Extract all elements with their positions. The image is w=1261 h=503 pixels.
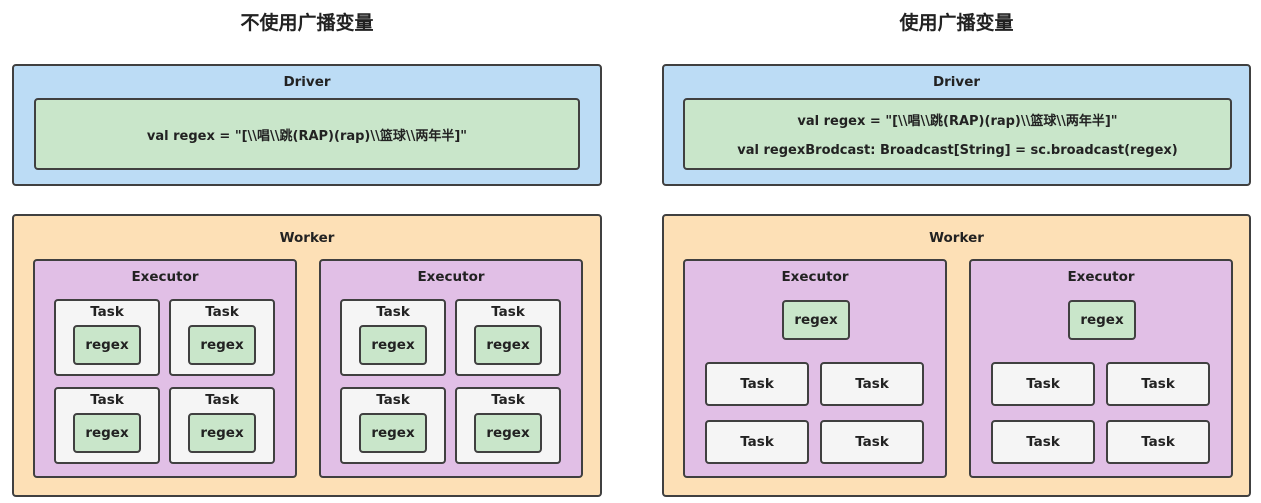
task-label: Task [1026,434,1060,450]
left-executor-2: Executor Task regex Task regex Task rege… [319,259,583,478]
right-worker-box: Worker Executor regex Task Task Task Tas… [662,214,1251,497]
task-box: Task [705,420,809,464]
task-label: Task [1026,376,1060,392]
task-box: Task [991,420,1095,464]
task-label: Task [740,376,774,392]
right-driver-code-line-1: val regex = "[\\唱\\跳(RAP)(rap)\\篮球\\两年半]… [797,114,1118,129]
right-driver-code-line-2: val regexBrodcast: Broadcast[String] = s… [737,143,1178,158]
task-label: Task [376,304,410,320]
regex-box: regex [73,325,141,365]
task-box: Task regex [169,299,275,376]
regex-label: regex [794,312,838,328]
regex-box: regex [474,325,542,365]
left-driver-box: Driver val regex = "[\\唱\\跳(RAP)(rap)\\篮… [12,64,602,186]
task-label: Task [1141,434,1175,450]
regex-box: regex [359,325,427,365]
regex-label: regex [85,425,129,441]
task-label: Task [90,304,124,320]
task-label: Task [90,392,124,408]
right-driver-box: Driver val regex = "[\\唱\\跳(RAP)(rap)\\篮… [662,64,1251,186]
executor-label: Executor [1067,269,1135,285]
shared-regex-box: regex [782,300,850,340]
left-executor-1: Executor Task regex Task regex Task rege… [33,259,297,478]
task-label: Task [205,392,239,408]
regex-label: regex [486,425,530,441]
right-driver-code-box: val regex = "[\\唱\\跳(RAP)(rap)\\篮球\\两年半]… [683,98,1232,170]
shared-regex-box: regex [1068,300,1136,340]
left-worker-label: Worker [279,230,335,246]
regex-label: regex [371,425,415,441]
task-label: Task [740,434,774,450]
regex-label: regex [1080,312,1124,328]
task-box: Task [820,420,924,464]
left-worker-box: Worker Executor Task regex Task regex Ta… [12,214,602,497]
task-box: Task regex [455,387,561,464]
regex-box: regex [73,413,141,453]
task-label: Task [855,376,889,392]
task-box: Task regex [54,387,160,464]
task-box: Task [1106,420,1210,464]
regex-label: regex [486,337,530,353]
task-box: Task [991,362,1095,406]
task-box: Task [705,362,809,406]
regex-box: regex [359,413,427,453]
regex-box: regex [188,325,256,365]
task-box: Task regex [54,299,160,376]
regex-label: regex [85,337,129,353]
regex-label: regex [200,425,244,441]
task-label: Task [1141,376,1175,392]
left-driver-code: val regex = "[\\唱\\跳(RAP)(rap)\\篮球\\两年半]… [146,128,468,144]
left-diagram-title: 不使用广播变量 [240,12,374,34]
right-worker-label: Worker [929,230,984,246]
left-driver-label: Driver [283,74,331,90]
executor-label: Executor [417,269,485,285]
task-label: Task [205,304,239,320]
regex-box: regex [188,413,256,453]
task-box: Task regex [340,299,446,376]
executor-label: Executor [781,269,849,285]
task-box: Task regex [340,387,446,464]
right-diagram-title: 使用广播变量 [899,12,1014,34]
task-box: Task [1106,362,1210,406]
task-box: Task [820,362,924,406]
right-driver-label: Driver [932,74,981,90]
regex-label: regex [371,337,415,353]
task-label: Task [855,434,889,450]
regex-box: regex [474,413,542,453]
right-executor-1: Executor regex Task Task Task Task [683,259,947,478]
task-box: Task regex [455,299,561,376]
regex-label: regex [200,337,244,353]
task-box: Task regex [169,387,275,464]
task-label: Task [376,392,410,408]
task-label: Task [491,304,525,320]
right-executor-2: Executor regex Task Task Task Task [969,259,1233,478]
executor-label: Executor [131,269,199,285]
left-driver-code-box: val regex = "[\\唱\\跳(RAP)(rap)\\篮球\\两年半]… [34,98,580,170]
task-label: Task [491,392,525,408]
